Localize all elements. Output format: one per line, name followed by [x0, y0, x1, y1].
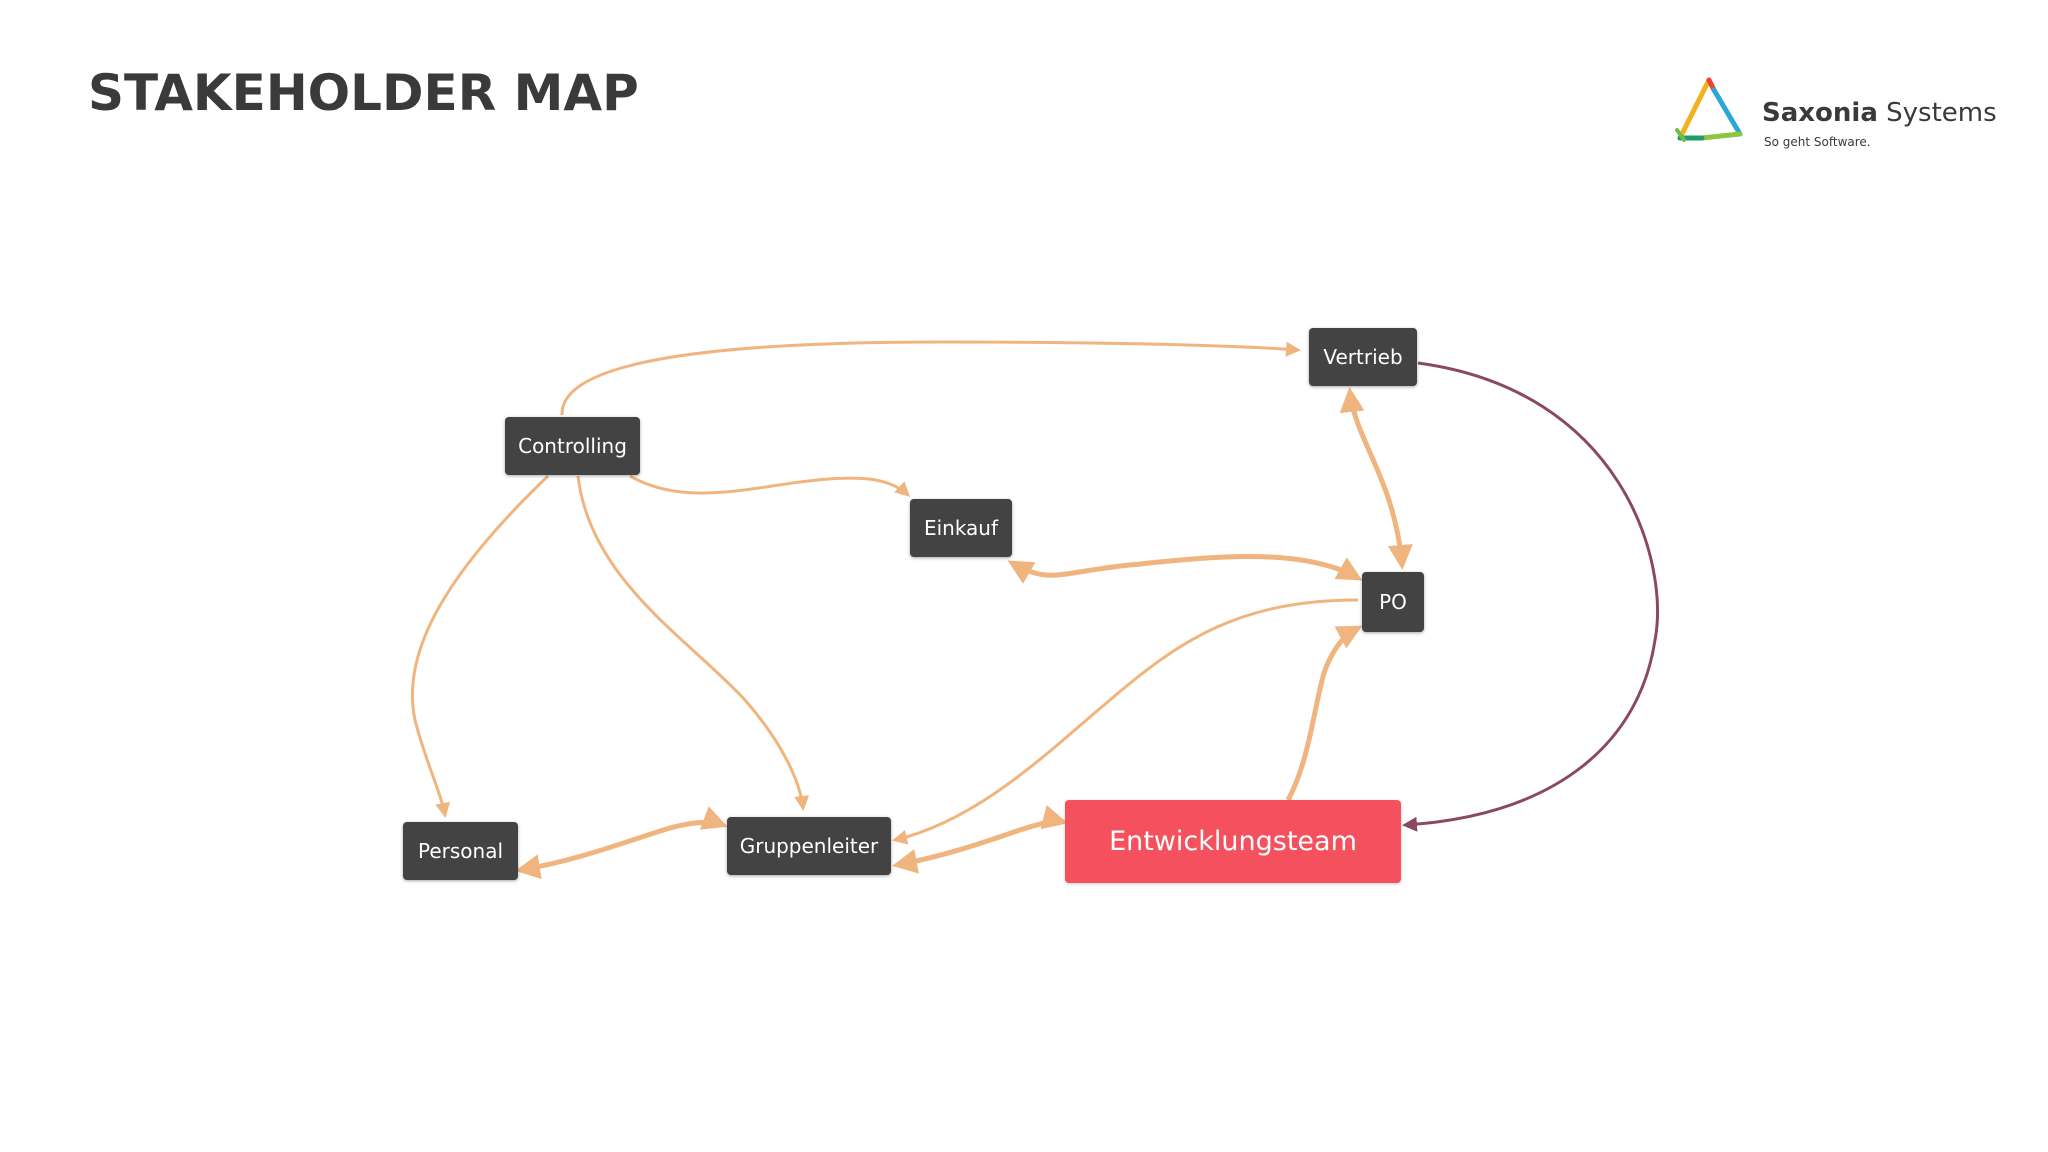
node-gruppenleiter[interactable]: Gruppenleiter	[727, 817, 891, 875]
node-personal[interactable]: Personal	[403, 822, 518, 880]
edge-vertrieb-entwicklungsteam	[1402, 361, 1659, 832]
edge-controlling-vertrieb	[560, 340, 1301, 416]
node-vertrieb[interactable]: Vertrieb	[1309, 328, 1417, 386]
edge-controlling-personal	[410, 474, 550, 818]
slide-title: STAKEHOLDER MAP	[88, 64, 639, 122]
node-entwicklungsteam[interactable]: Entwicklungsteam	[1065, 800, 1401, 883]
edge-vertrieb-po	[1339, 387, 1413, 570]
node-einkauf[interactable]: Einkauf	[910, 499, 1012, 557]
edge-controlling-gruppenleiter	[576, 475, 810, 811]
edge-personal-gruppenleiter	[515, 806, 728, 880]
edge-controlling-einkauf	[629, 474, 911, 498]
triangle-logo-icon	[1675, 77, 1743, 142]
logo-wordmark: Saxonia Systems	[1762, 98, 1997, 128]
edge-entwicklungsteam-po	[1285, 625, 1363, 802]
company-logo: Saxonia Systems So geht Software.	[1672, 70, 1997, 155]
edge-po-einkauf	[1007, 554, 1363, 584]
node-controlling[interactable]: Controlling	[505, 417, 640, 475]
edge-gruppenleiter-entwicklungsteam	[892, 805, 1068, 874]
logo-tagline: So geht Software.	[1764, 135, 1871, 149]
node-po[interactable]: PO	[1362, 572, 1424, 632]
